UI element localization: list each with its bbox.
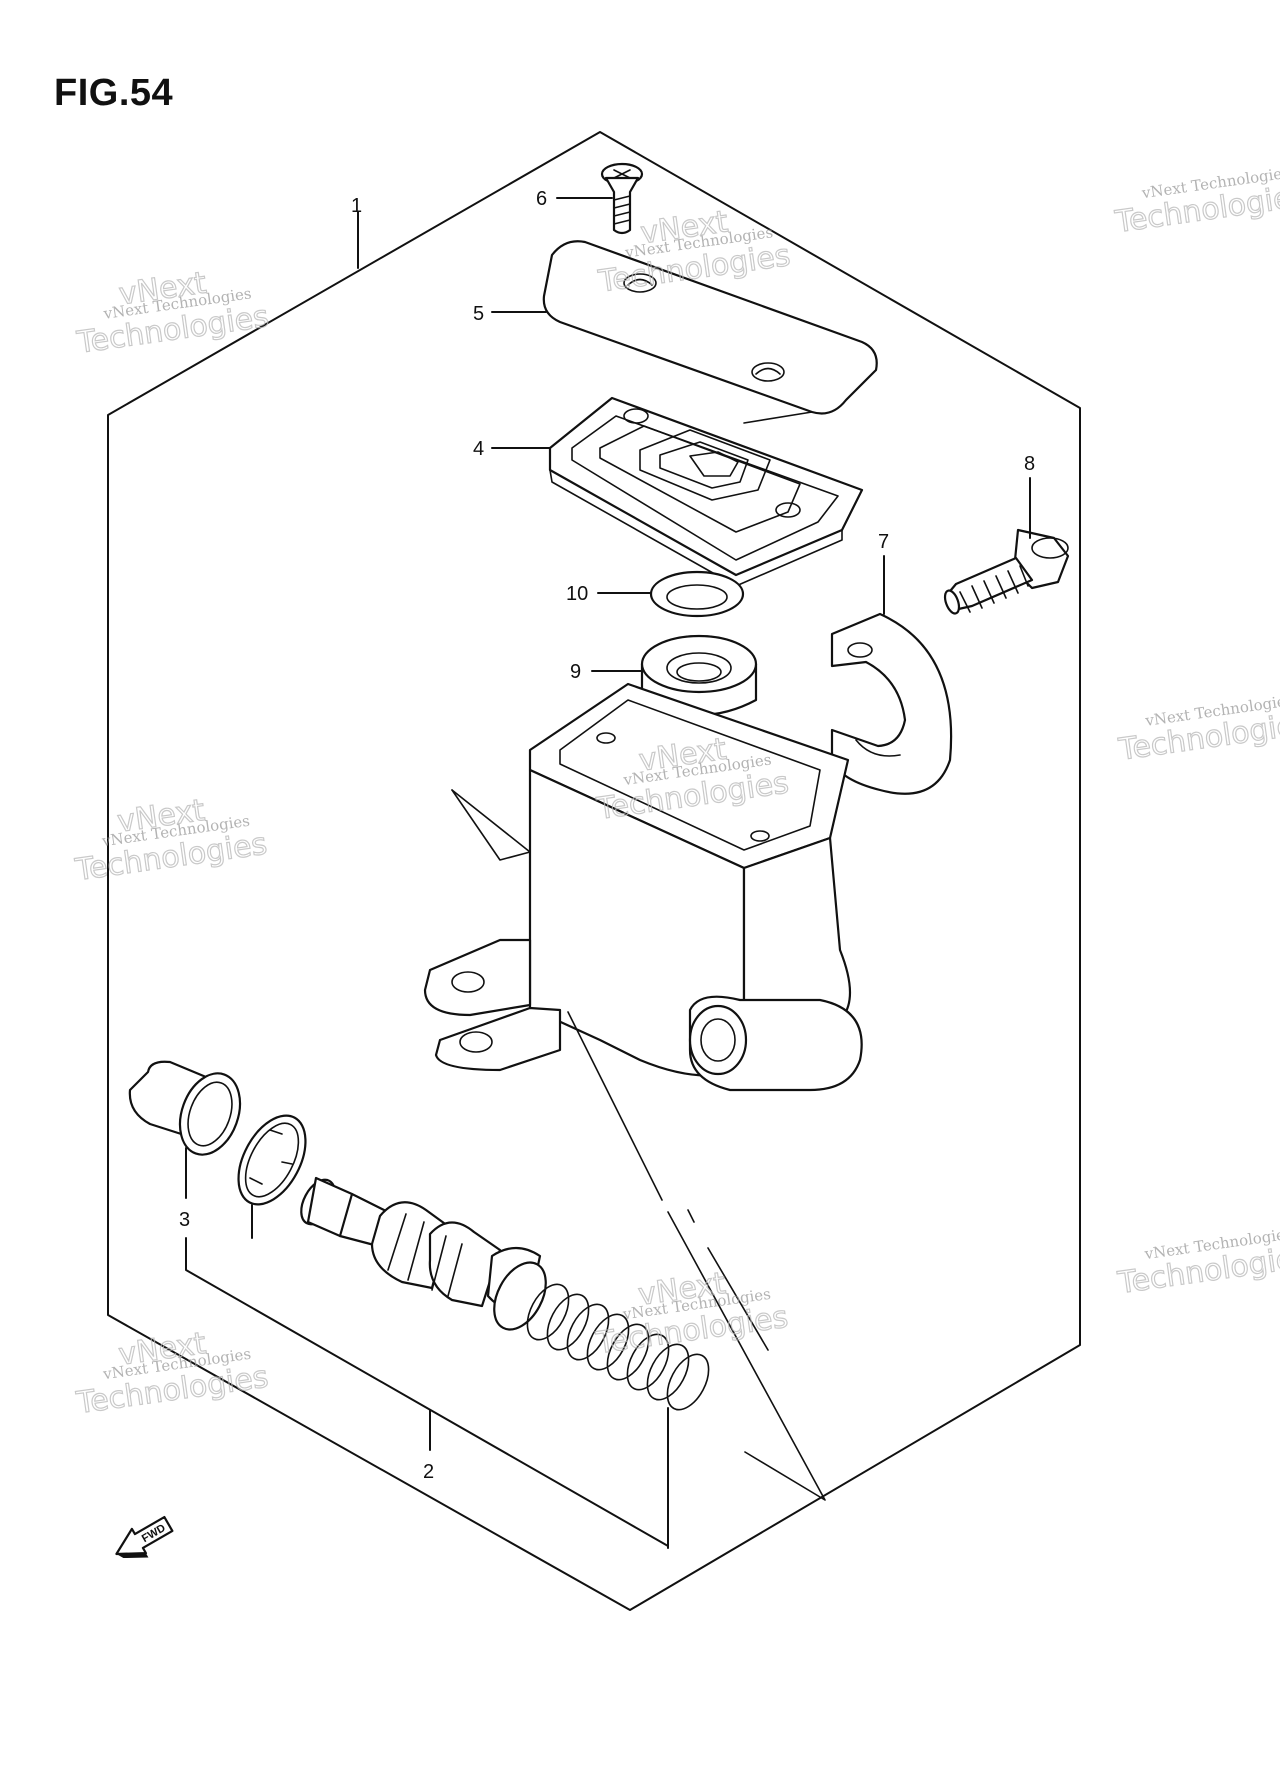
part-6-screw[interactable]: [600, 162, 644, 235]
callout-4: 4: [473, 438, 484, 460]
part-3-dust-boot[interactable]: [128, 1060, 251, 1163]
callout-5: 5: [473, 303, 484, 325]
assembly-boundary: [107, 131, 1081, 1611]
watermark-7: vNext Technologies vNext Technologies: [73, 1325, 271, 1422]
watermark-8: vNext Technologies vNext Technologies: [593, 1265, 791, 1362]
figure-title: FIG.54: [54, 72, 174, 114]
leader-lines: [185, 197, 1031, 1549]
callout-10: 10: [566, 583, 588, 605]
watermark-2: vNext Technologies vNext Technologies: [595, 204, 793, 301]
callout-1: 1: [351, 195, 362, 217]
master-cylinder-body[interactable]: [423, 682, 863, 1092]
callout-2: 2: [423, 1461, 434, 1483]
part-8-bolt[interactable]: [942, 528, 1070, 615]
watermark-3: vNext Technologies Technologies: [1112, 164, 1280, 241]
watermark-9: vNext Technologies Technologies: [1115, 1225, 1280, 1302]
callout-6: 6: [536, 188, 547, 210]
part-2-piston-kit[interactable]: [294, 1174, 717, 1416]
callout-8: 8: [1024, 453, 1035, 475]
watermark-1: vNext Technologies vNext Technologies: [74, 265, 272, 362]
part-5-reservoir-cover[interactable]: [542, 240, 878, 424]
watermark-6: vNext Technologies Technologies: [1115, 691, 1280, 768]
part-7-clamp[interactable]: [830, 612, 953, 795]
callout-3: 3: [179, 1209, 190, 1231]
callout-7: 7: [878, 531, 889, 553]
watermark-4: vNext Technologies vNext Technologies: [72, 792, 270, 889]
circlip[interactable]: [225, 1104, 320, 1215]
part-10-o-ring[interactable]: [649, 570, 745, 618]
assembly-guide-lines: [567, 1011, 826, 1501]
fwd-direction-marker: FWD: [115, 1515, 174, 1559]
watermark-group: vNext Technologies vNext Technologies vN…: [72, 164, 1280, 1422]
callout-9: 9: [570, 661, 581, 683]
part-4-diaphragm[interactable]: [548, 396, 864, 587]
